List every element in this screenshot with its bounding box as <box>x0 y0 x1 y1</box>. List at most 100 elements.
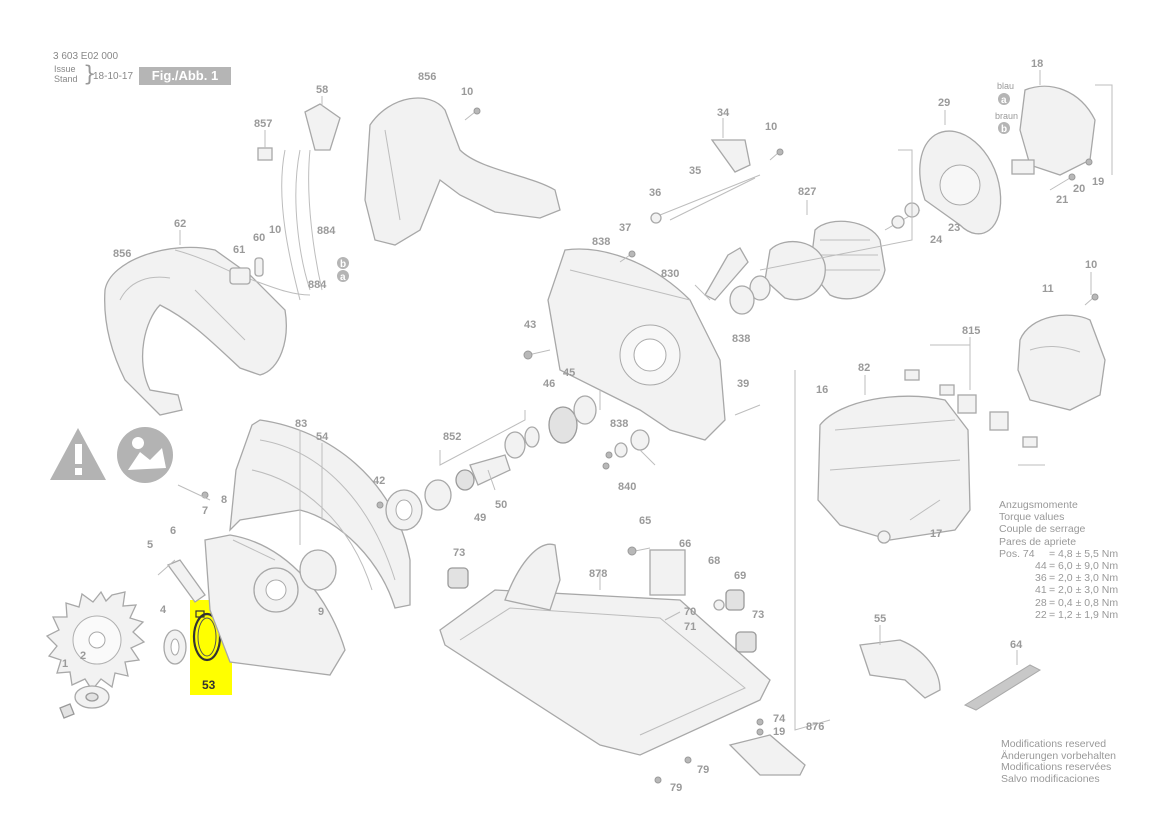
blade-guard-shape <box>204 419 411 676</box>
part-label: 73 <box>453 547 465 559</box>
part-label: 4 <box>160 604 167 616</box>
part-label: 18 <box>1031 58 1043 70</box>
part-label: blau <box>997 81 1014 91</box>
torque-title-fr: Couple de serrage <box>999 523 1086 536</box>
part-label: 39 <box>737 378 749 390</box>
gear-housing-shape <box>547 248 726 441</box>
flange-shapes <box>59 629 187 719</box>
part-label: 58 <box>316 84 328 96</box>
front-handle-shape <box>364 97 561 246</box>
dust-port-shape <box>859 639 941 699</box>
part-label: 68 <box>708 555 720 567</box>
document-number: 3 603 E02 000 <box>53 51 119 62</box>
part-label: 21 <box>1056 194 1068 206</box>
part-label: 35 <box>689 165 701 177</box>
part-label: 64 <box>1010 639 1023 651</box>
part-label: 6 <box>170 525 176 537</box>
torque-value: = 6,0 ± 9,0 Nm <box>1049 560 1119 572</box>
part-label: 840 <box>618 481 636 493</box>
torque-row: 28= 0,4 ± 0,8 Nm <box>999 596 1118 609</box>
part-label: 19 <box>1092 176 1104 188</box>
modifications-fr: Modifications reservées <box>1001 761 1112 773</box>
part-label: 1 <box>62 658 68 670</box>
brace-glyph: } <box>83 62 97 86</box>
part-label: 10 <box>461 86 473 98</box>
part-label: 10 <box>765 121 777 133</box>
torque-row: 44= 6,0 ± 9,0 Nm <box>999 560 1118 572</box>
part-label: 884 <box>308 279 327 291</box>
torque-key: 44 <box>1035 560 1047 572</box>
issue-label: Issue <box>54 64 76 74</box>
part-label: 37 <box>619 222 631 234</box>
part-label: 79 <box>670 782 682 794</box>
torque-row: Pos. 74= 4,8 ± 5,5 Nm <box>999 548 1118 560</box>
part-label: 46 <box>543 378 555 390</box>
read-manual-icon <box>117 427 173 483</box>
torque-value: = 2,0 ± 3,0 Nm <box>1049 584 1119 597</box>
figure-badge: Fig./Abb. 1 <box>139 67 231 85</box>
torque-row: 36= 2,0 ± 3,0 Nm <box>999 572 1118 585</box>
torque-title-de: Anzugsmomente <box>999 499 1078 511</box>
issue-stand-labels: Issue Stand <box>54 64 78 84</box>
part-label: 69 <box>734 570 746 582</box>
torque-table: Anzugsmomente Torque values Couple de se… <box>999 499 1118 621</box>
part-label: 79 <box>697 764 709 776</box>
torque-row: 22= 1,2 ± 1,9 Nm <box>999 609 1118 621</box>
torque-title-en: Torque values <box>999 511 1065 524</box>
part-label: 42 <box>373 475 385 487</box>
part-label: 876 <box>806 721 824 733</box>
part-label: 60 <box>253 232 265 244</box>
part-label: 43 <box>524 319 536 331</box>
part-label: 82 <box>858 362 870 374</box>
part-label: 24 <box>930 234 943 246</box>
part-label: 23 <box>948 222 960 234</box>
part-labels: 18 blau a braun b 29 20 19 21 24 23 856 … <box>62 58 1104 794</box>
brush-holder-shapes <box>904 344 1045 466</box>
part-label: 838 <box>610 418 628 430</box>
torque-value: = 1,2 ± 1,9 Nm <box>1049 608 1119 621</box>
part-label: 36 <box>649 187 661 199</box>
torque-key: 28 <box>1035 596 1047 609</box>
part-label: 20 <box>1073 183 1085 195</box>
part-label: 45 <box>563 367 575 379</box>
base-plate-shape <box>439 543 806 776</box>
modifications-de: Änderungen vorbehalten <box>1001 749 1117 762</box>
modifications-es: Salvo modificaciones <box>1001 772 1100 785</box>
screw-shapes <box>157 107 1099 784</box>
part-label: 74 <box>773 713 786 725</box>
part-label: 878 <box>589 568 607 580</box>
part-label: 61 <box>233 244 245 256</box>
part-label: 9 <box>318 606 324 618</box>
part-label: 857 <box>254 118 272 130</box>
part-label: 73 <box>752 609 764 621</box>
part-label: 884 <box>317 225 336 237</box>
part-label: 827 <box>798 186 816 198</box>
part-label: 852 <box>443 431 461 443</box>
part-label: 11 <box>1042 283 1054 295</box>
rear-handle-shape <box>104 246 287 416</box>
torque-value: = 0,4 ± 0,8 Nm <box>1049 596 1119 609</box>
part-label: 71 <box>684 621 696 633</box>
torque-key: 41 <box>1035 584 1047 597</box>
part-label: 34 <box>717 107 730 119</box>
torque-title-es: Pares de apriete <box>999 535 1077 548</box>
torque-key: 36 <box>1035 572 1047 585</box>
part-label: 65 <box>639 515 651 527</box>
part-label: 16 <box>816 384 828 396</box>
issue-date: 18-10-17 <box>93 71 134 82</box>
part-label: 55 <box>874 613 886 625</box>
part-label: 856 <box>418 71 436 83</box>
part-label: 54 <box>316 431 329 443</box>
part-label: 815 <box>962 325 980 337</box>
cables-and-switch-shapes <box>174 103 349 301</box>
part-label: 10 <box>1085 259 1097 271</box>
motor-housing-shape <box>817 395 971 544</box>
part-label: 62 <box>174 218 186 230</box>
part-label: 50 <box>495 499 507 511</box>
stand-label: Stand <box>54 74 78 84</box>
highlighted-part-label: 53 <box>202 678 216 692</box>
part-label: 83 <box>295 418 307 430</box>
end-cap-shape <box>1017 314 1106 411</box>
part-label: 10 <box>269 224 281 236</box>
